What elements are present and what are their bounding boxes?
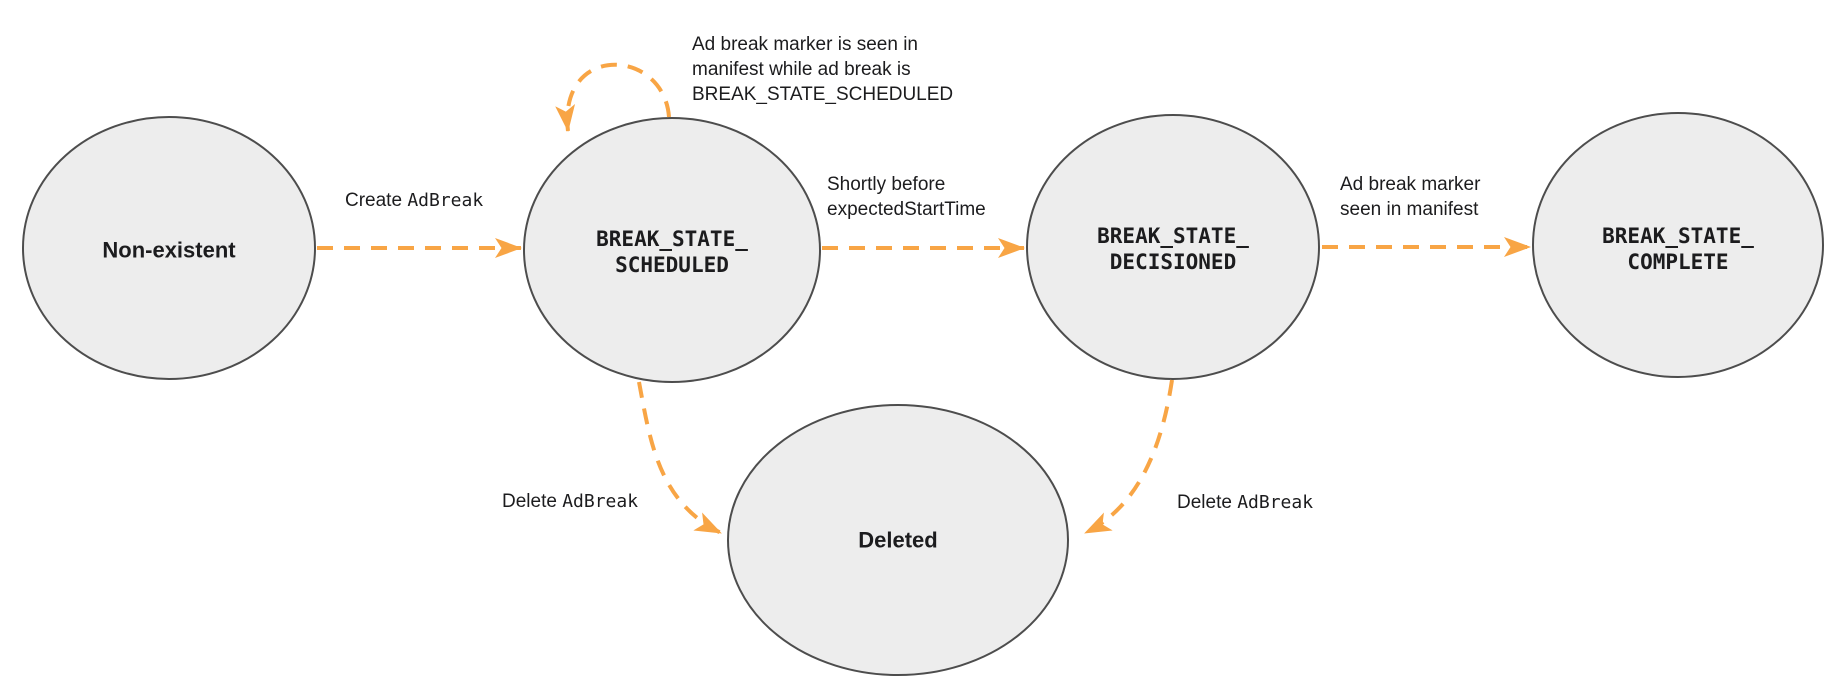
node-label-deleted: Deleted [858,527,938,553]
transition-self-loop-arrow [555,62,671,132]
edge-label-create-text: Create [345,190,403,211]
edge-label-create-code: AdBreak [407,190,484,211]
edge-label-create-adbreak: Create AdBreak [345,188,483,213]
transition-delete-left-arrow [637,381,722,535]
state-node-scheduled [523,117,821,383]
node-label-decisioned-line1: BREAK_STATE_ [1097,224,1249,248]
node-label-scheduled: BREAK_STATE_ SCHEDULED [596,226,748,278]
state-node-complete [1532,112,1824,378]
edge-label-marker-seen-line1: Ad break marker [1340,174,1481,195]
edge-label-marker-seen: Ad break marker seen in manifest [1340,172,1480,222]
node-label-decisioned-line2: DECISIONED [1109,250,1237,274]
edge-label-delete-left: Delete AdBreak [502,489,638,514]
state-node-non-existent [22,116,316,380]
edge-label-delete-right-code: AdBreak [1237,492,1314,513]
transition-delete-right-arrow [1084,379,1174,535]
state-node-decisioned [1026,114,1320,380]
node-label-complete-line1: BREAK_STATE_ [1602,224,1754,248]
edge-label-marker-seen-line2: seen in manifest [1340,199,1479,220]
edge-label-self-loop-line1: Ad break marker is seen in [692,34,918,55]
edge-label-self-loop: Ad break marker is seen in manifest whil… [692,32,953,107]
node-label-complete-line2: COMPLETE [1627,250,1729,274]
edge-label-delete-right-text: Delete [1177,492,1232,513]
node-label-scheduled-line1: BREAK_STATE_ [596,227,748,251]
edge-label-self-loop-line2: manifest while ad break is [692,59,911,80]
state-node-deleted [727,404,1069,676]
node-label-scheduled-line2: SCHEDULED [615,253,729,277]
edge-label-shortly-code: expectedStartTime [827,199,986,220]
edge-label-shortly-before: Shortly before expectedStartTime [827,172,986,222]
node-label-non-existent: Non-existent [102,237,236,263]
edge-label-delete-right: Delete AdBreak [1177,490,1313,515]
edge-label-shortly-text: Shortly before [827,174,946,195]
edge-label-delete-left-code: AdBreak [562,491,639,512]
node-label-complete: BREAK_STATE_ COMPLETE [1602,223,1754,275]
node-label-decisioned: BREAK_STATE_ DECISIONED [1097,223,1249,275]
edge-label-self-loop-code: BREAK_STATE_SCHEDULED [692,84,954,105]
edge-label-delete-left-text: Delete [502,491,557,512]
